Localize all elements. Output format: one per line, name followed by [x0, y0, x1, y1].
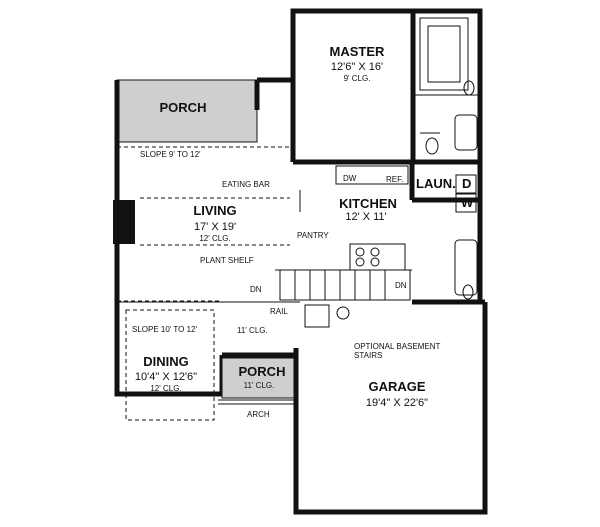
- master-name: MASTER: [330, 44, 386, 59]
- porch-bottom-name: PORCH: [239, 364, 286, 379]
- garage-walls: [293, 299, 488, 515]
- kitchen-dims: 12' X 11': [345, 211, 386, 223]
- living-beams: [140, 197, 290, 246]
- optional-stairs-label-2: STAIRS: [354, 351, 382, 360]
- pantry-label: PANTRY: [297, 231, 329, 240]
- optional-stairs-label-1: OPTIONAL BASEMENT: [354, 342, 441, 351]
- plant-shelf-label: PLANT SHELF: [200, 256, 254, 265]
- dn-right-label: DN: [395, 281, 407, 290]
- arch-label: ARCH: [247, 410, 270, 419]
- dw-label: DW: [343, 174, 357, 183]
- laundry-walls: [412, 162, 483, 302]
- slope-dining: SLOPE 10' TO 12': [132, 325, 197, 334]
- master-clg: 9' CLG.: [344, 74, 371, 83]
- dining-dashed-outline: [125, 309, 215, 421]
- porch-bottom-clg: 11' CLG.: [244, 381, 275, 390]
- living-name: LIVING: [193, 203, 236, 218]
- laundry-name: LAUN.: [416, 176, 456, 191]
- stairs: [279, 269, 411, 301]
- master-walls: [290, 8, 483, 162]
- porch-top-name: PORCH: [160, 100, 207, 115]
- garage-name: GARAGE: [368, 379, 425, 394]
- dining-clg: 12' CLG.: [150, 384, 181, 393]
- dining-name: DINING: [143, 354, 189, 369]
- slope-living: SLOPE 9' TO 12': [140, 150, 201, 159]
- master-dims: 12'6" X 16': [331, 61, 383, 73]
- kitchen-name: KITCHEN: [339, 196, 397, 211]
- washer-label: W: [461, 195, 474, 210]
- dn-left-label: DN: [250, 285, 262, 294]
- porch-top-area: [116, 79, 258, 143]
- ref-label: REF.: [386, 175, 403, 184]
- living-dims: 17' X 19': [194, 221, 236, 233]
- porch-bottom-walls: [218, 352, 296, 405]
- dryer-label: D: [462, 176, 471, 191]
- living-clg: 12' CLG.: [199, 234, 230, 243]
- rail-label: RAIL: [270, 307, 288, 316]
- dining-dims: 10'4" X 12'6": [135, 371, 197, 383]
- garage-dims: 19'4" X 22'6": [366, 397, 428, 409]
- eating-bar-label: EATING BAR: [222, 180, 270, 189]
- clg-11-label: 11' CLG.: [237, 326, 268, 335]
